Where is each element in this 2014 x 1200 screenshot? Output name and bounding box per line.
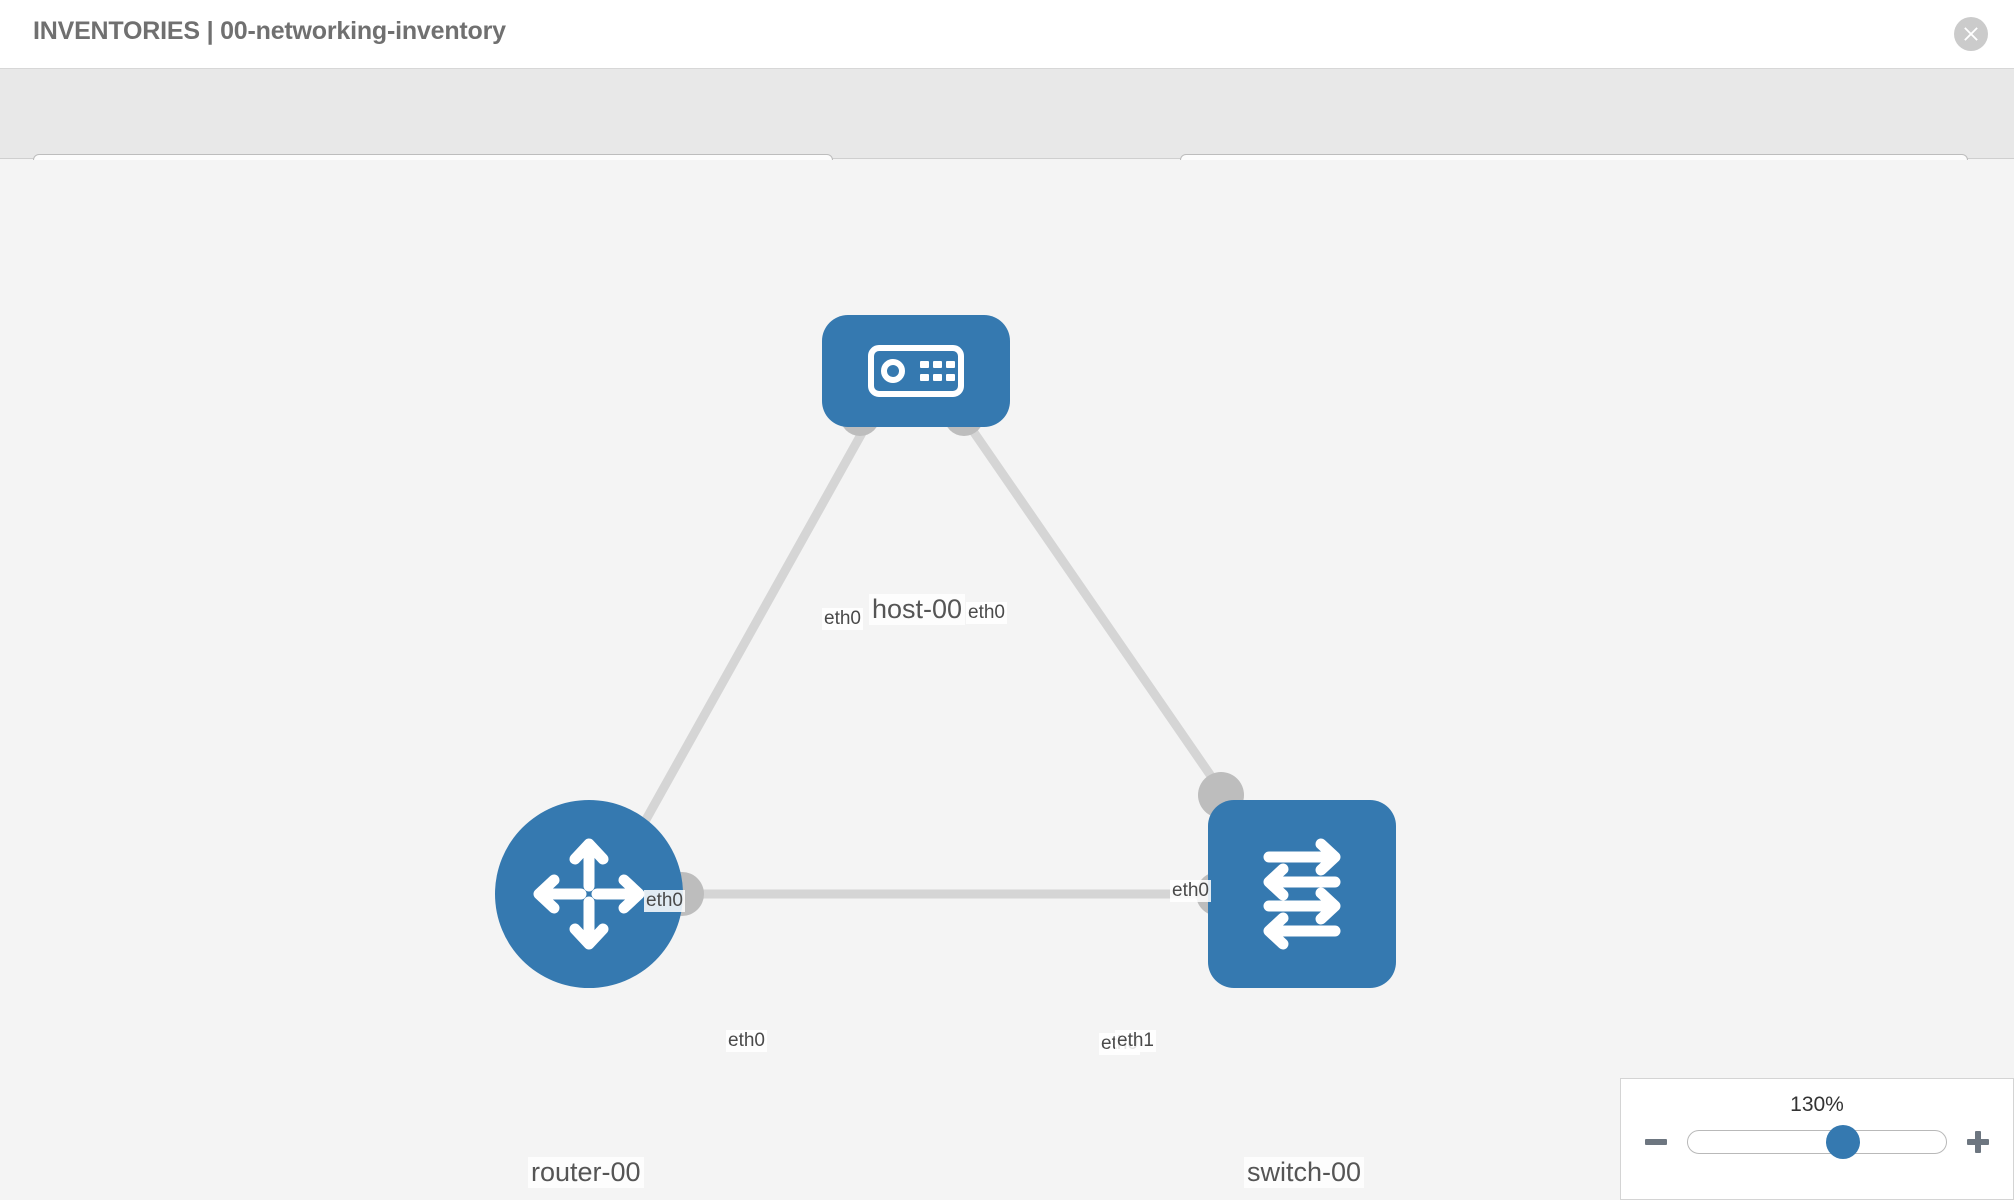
topology-links <box>624 410 1267 899</box>
zoom-level-value: 130% <box>1790 1093 1844 1116</box>
minus-icon[interactable] <box>1643 1129 1669 1155</box>
server-icon <box>868 345 964 397</box>
node-host-00[interactable] <box>822 315 1010 427</box>
plus-icon[interactable] <box>1965 1129 1991 1155</box>
close-icon[interactable] <box>1954 17 1988 51</box>
router-arrows-icon <box>533 838 645 950</box>
link-host-router <box>624 410 877 855</box>
node-label-switch-00: switch-00 <box>1244 1157 1365 1188</box>
node-switch-00[interactable] <box>1208 800 1396 988</box>
topology-canvas[interactable]: host-00 router-00 <box>0 160 2014 1200</box>
zoom-slider-row <box>1621 1125 2013 1159</box>
interface-label-host-right: eth0 <box>966 602 1007 624</box>
toolbar: ACTIONS SEARCH <box>0 69 2014 212</box>
page-header: INVENTORIES | 00-networking-inventory <box>0 0 2014 69</box>
page-title: INVENTORIES | 00-networking-inventory <box>33 17 506 45</box>
node-label-host-00: host-00 <box>869 594 966 625</box>
interface-label-router-up: eth0 <box>644 890 685 912</box>
interface-label-switch-left: eth1 <box>1115 1030 1156 1052</box>
zoom-slider-thumb[interactable] <box>1825 1125 1860 1159</box>
zoom-control-panel: 130% <box>1620 1078 2014 1200</box>
interface-label-router-right: eth0 <box>726 1030 767 1052</box>
interface-label-host-left: eth0 <box>822 608 863 630</box>
switch-arrows-icon <box>1263 838 1341 950</box>
interface-label-switch-up: eth0 <box>1170 880 1211 902</box>
node-label-router-00: router-00 <box>528 1157 644 1188</box>
zoom-slider[interactable] <box>1687 1125 1947 1159</box>
